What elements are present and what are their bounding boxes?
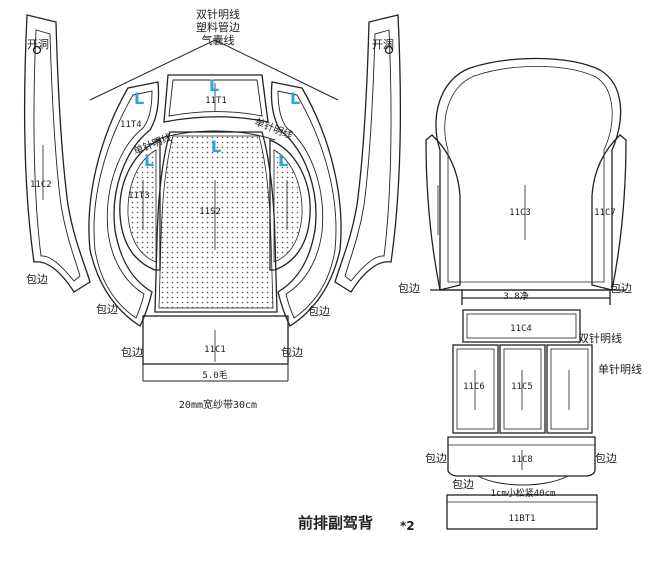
elastic-note-label: 1cm小松紧40cm xyxy=(491,487,556,499)
label-11T4: 11T4 xyxy=(120,120,142,130)
top-note-line-2: 塑料管边 xyxy=(196,20,240,34)
label-11C5: 11C5 xyxy=(511,382,533,392)
binding-label-2: 包边 xyxy=(96,303,118,316)
piece-right-strip-shape xyxy=(334,14,402,293)
piece-right-side-shape xyxy=(269,139,311,271)
label-11C2: 11C2 xyxy=(30,180,52,190)
binding-label-3: 包边 xyxy=(308,305,330,318)
label-11BT1: 11BT1 xyxy=(508,514,535,524)
piece-11C3-shape xyxy=(435,57,622,291)
label-11S2: 11S2 xyxy=(199,207,221,217)
binding-label-1: 包边 xyxy=(26,273,48,286)
label-11C4: 11C4 xyxy=(510,324,532,334)
label-11C1: 11C1 xyxy=(204,345,226,355)
piece-11C8-shape xyxy=(447,436,596,486)
binding-label-r4: 包边 xyxy=(595,452,617,465)
label-11T1: 11T1 xyxy=(205,96,227,106)
marker-L-left-side: L xyxy=(144,151,154,170)
page-title: 前排副驾背 xyxy=(298,514,373,532)
tape-note-label: 20mm宽纱带30cm xyxy=(179,398,257,411)
piece-11C2-shape xyxy=(23,14,91,293)
open-hole-mark-left xyxy=(32,45,42,55)
piece-third-column-shape xyxy=(546,344,593,434)
top-note-line-1: 双针明线 xyxy=(196,7,240,21)
piece-11C7-left-shape xyxy=(425,134,461,291)
top-note-line-3: 气囊线 xyxy=(202,33,235,47)
upper-seam-curve xyxy=(154,130,276,141)
piece-strip-3.8 xyxy=(430,289,626,305)
open-hole-mark-right xyxy=(384,45,394,55)
open-hole-label-right: 开洞 xyxy=(372,38,394,51)
dim-5-0-label: 5.0毛 xyxy=(202,369,227,381)
piece-right-arm-shape xyxy=(270,81,342,327)
double-needle-label: 双针明线 xyxy=(578,331,622,345)
piece-11T4-shape xyxy=(88,81,160,327)
label-11C7: 11C7 xyxy=(594,208,616,218)
binding-label-5: 包边 xyxy=(281,346,303,359)
binding-label-r1: 包边 xyxy=(398,282,420,295)
binding-label-r2: 包边 xyxy=(610,282,632,295)
open-hole-label-left: 开洞 xyxy=(27,38,49,51)
top-roof-lines xyxy=(89,39,339,101)
piece-11C1-shape xyxy=(142,315,289,382)
label-11C3: 11C3 xyxy=(509,208,531,218)
marker-L-centre: L xyxy=(211,137,221,156)
marker-L-left-arm: L xyxy=(134,89,144,108)
piece-11C6-shape xyxy=(452,344,499,434)
binding-label-4: 包边 xyxy=(121,346,143,359)
binding-label-r5: 包边 xyxy=(452,478,474,491)
piece-11T3-shape xyxy=(119,139,161,271)
marker-L-top: L xyxy=(209,76,219,95)
binding-label-r3: 包边 xyxy=(425,452,447,465)
piece-11S2-shape xyxy=(154,131,278,313)
piece-11C4-shape xyxy=(462,309,581,343)
marker-L-right-side: L xyxy=(278,151,288,170)
piece-11T1-shape xyxy=(163,74,269,123)
single-needle-label: 单针明线 xyxy=(598,362,642,376)
marker-L-right-arm: L xyxy=(290,89,300,108)
label-11C6: 11C6 xyxy=(463,382,485,392)
page-title-suffix: *2 xyxy=(400,519,415,533)
piece-11C5-shape xyxy=(499,344,546,434)
label-11C8: 11C8 xyxy=(511,455,533,465)
label-3-8: 3.8净 xyxy=(503,290,528,302)
label-11T3: 11T3 xyxy=(128,191,150,201)
piece-11BT1-shape xyxy=(446,494,598,530)
